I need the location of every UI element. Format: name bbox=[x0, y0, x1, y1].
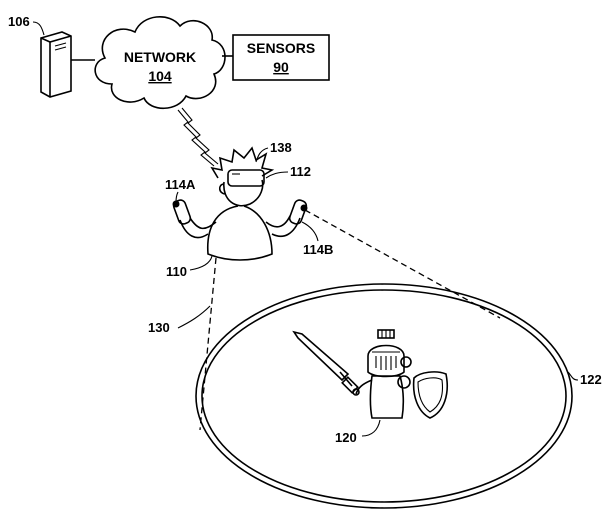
network-cloud bbox=[94, 16, 226, 110]
leader-114a bbox=[175, 191, 179, 203]
leader-110 bbox=[189, 255, 213, 271]
network-number: 104 bbox=[148, 68, 172, 84]
label-106: 106 bbox=[8, 14, 30, 29]
server-tower bbox=[40, 31, 72, 98]
leader-112 bbox=[265, 171, 289, 179]
wireless-link bbox=[177, 109, 215, 167]
label-120: 120 bbox=[335, 430, 357, 445]
fov-line-right bbox=[304, 209, 501, 319]
sensors-box bbox=[232, 34, 330, 81]
label-130: 130 bbox=[148, 320, 170, 335]
wireless-link-2 bbox=[181, 107, 219, 165]
scene-ellipse-inner bbox=[201, 289, 567, 503]
leader-114b bbox=[301, 221, 319, 242]
label-110: 110 bbox=[166, 264, 187, 279]
label-122: 122 bbox=[580, 372, 602, 387]
controller-right bbox=[288, 199, 308, 225]
network-title: NETWORK bbox=[124, 49, 196, 65]
label-114a: 114A bbox=[165, 177, 196, 192]
scene-ellipse-outer bbox=[195, 283, 573, 509]
leader-106 bbox=[32, 21, 45, 36]
sensors-number: 90 bbox=[273, 59, 289, 75]
user-figure bbox=[172, 146, 308, 261]
leader-122 bbox=[567, 371, 579, 381]
leader-120 bbox=[361, 419, 381, 437]
leader-130 bbox=[177, 305, 211, 329]
controller-left bbox=[172, 199, 192, 225]
leader-138 bbox=[255, 147, 269, 163]
label-112: 112 bbox=[290, 164, 311, 179]
sensors-title: SENSORS bbox=[247, 40, 315, 56]
headset bbox=[227, 169, 265, 187]
knight-avatar bbox=[292, 329, 448, 419]
label-114b: 114B bbox=[303, 242, 333, 257]
label-138: 138 bbox=[270, 140, 292, 155]
